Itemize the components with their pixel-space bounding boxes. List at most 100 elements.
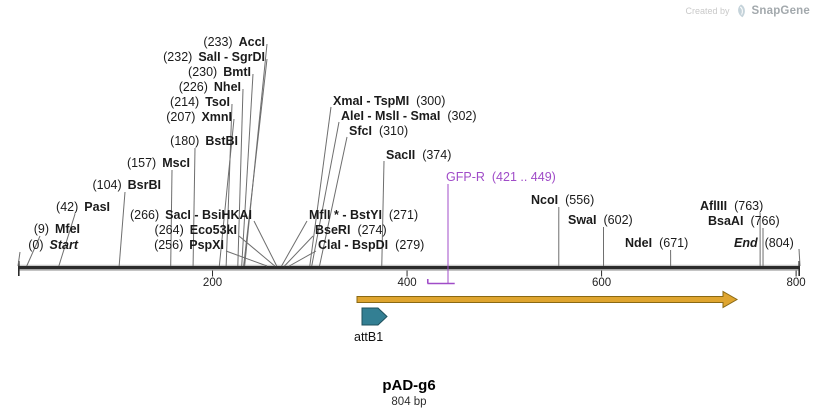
site-label-pasi[interactable]: (42) PasI — [56, 200, 110, 214]
site-position: (602) — [603, 213, 633, 227]
leader-line-sacii — [381, 160, 385, 267]
site-label-acci[interactable]: (233)AccI — [203, 35, 265, 49]
site-position: (266) — [129, 208, 160, 222]
site-name: SwaI — [568, 213, 597, 227]
leader-line-clai-bspdi — [289, 250, 317, 267]
site-position: (264) — [154, 223, 184, 237]
site-position: (233) — [203, 35, 233, 49]
site-name: SalI - SgrDI — [198, 50, 265, 64]
site-label-end[interactable]: End (804) — [734, 236, 794, 250]
site-label-bseri[interactable]: BseRI(274) — [315, 223, 387, 237]
site-name: SfcI — [349, 124, 372, 138]
site-label-sacii[interactable]: SacII (374) — [386, 148, 451, 162]
leader-line-alei-msli-smai — [311, 121, 340, 267]
site-label-mfli-bstyi[interactable]: MflI * - BstYI (271) — [309, 208, 418, 222]
site-position: (279) — [395, 238, 425, 252]
watermark: Created by SnapGene — [685, 4, 810, 18]
site-position: (0) — [28, 238, 44, 252]
attb1-label[interactable]: attB1 — [354, 330, 384, 344]
site-name: ClaI - BspDI — [318, 238, 389, 252]
leader-line-bmti — [241, 73, 254, 267]
scale-tick-label: 400 — [397, 277, 417, 289]
site-position: (230) — [188, 65, 218, 79]
site-label-start[interactable]: (0)Start — [28, 238, 78, 252]
site-label-bsrbi[interactable]: (104)BsrBI — [92, 178, 161, 192]
leader-line-sali-sgrdi — [243, 58, 268, 267]
site-position: (232) — [163, 50, 193, 64]
site-position: (214) — [170, 95, 200, 109]
site-position: (271) — [388, 208, 419, 222]
site-label-swai[interactable]: SwaI (602) — [568, 213, 633, 227]
site-name: MfeI — [55, 222, 80, 236]
leader-line-pasi — [58, 213, 76, 267]
site-name: End — [734, 236, 758, 250]
site-name: NdeI — [625, 236, 653, 250]
site-label-alei-msli-smai[interactable]: AleI - MslI - SmaI(302) — [341, 109, 477, 123]
leader-line-pspxi — [225, 250, 268, 267]
site-position: (763) — [734, 199, 764, 213]
site-label-ndei[interactable]: NdeI (671) — [625, 236, 688, 250]
site-position: (804) — [764, 236, 794, 250]
site-name: AleI - MslI - SmaI — [341, 109, 441, 123]
site-position: (9) — [33, 222, 49, 236]
backbone-edge-bottom — [18, 269, 800, 271]
site-position: (556) — [565, 193, 595, 207]
site-name: PasI — [84, 200, 110, 214]
site-position: (226) — [178, 80, 208, 94]
site-name: BsaAI — [708, 214, 744, 228]
site-name: XmnI — [201, 110, 232, 124]
site-position: (671) — [659, 236, 689, 250]
leader-line-xmai-tspmi — [309, 106, 332, 267]
leader-line-bsrbi — [118, 191, 126, 267]
site-position: (180) — [170, 134, 200, 148]
site-name: MflI * - BstYI — [309, 208, 382, 222]
site-label-bsaai[interactable]: BsaAI(766) — [708, 214, 780, 228]
site-position: (104) — [92, 178, 122, 192]
site-name: NcoI — [531, 193, 559, 207]
site-label-saci-bsihkai[interactable]: (266) SacI - BsiHKAI — [130, 208, 252, 222]
site-label-bmti[interactable]: (230) BmtI — [188, 65, 251, 79]
leader-line-sfci — [319, 136, 348, 267]
leader-line-tsoi — [225, 103, 233, 267]
site-label-pspxi[interactable]: (256)PspXI — [154, 238, 224, 252]
leader-line-mfei — [26, 235, 41, 267]
site-position: (207) — [166, 110, 196, 124]
site-label-afliii[interactable]: AflIII (763) — [700, 199, 763, 213]
site-label-clai-bspdi[interactable]: ClaI - BspDI (279) — [318, 238, 424, 252]
site-name: BseRI — [315, 223, 351, 237]
primer-position: (421 .. 449) — [491, 170, 556, 184]
site-label-eco53ki[interactable]: (264)Eco53kI — [155, 223, 237, 237]
site-position: (42) — [56, 200, 79, 214]
site-name: SacII — [386, 148, 416, 162]
site-label-ncoi[interactable]: NcoI (556) — [531, 193, 594, 207]
watermark-brand: SnapGene — [751, 5, 810, 17]
site-label-mfei[interactable]: (9) MfeI — [34, 222, 80, 236]
site-position: (256) — [154, 238, 184, 252]
site-label-sfci[interactable]: SfcI(310) — [349, 124, 408, 138]
site-position: (374) — [422, 148, 452, 162]
site-label-bstbi[interactable]: (180) BstBI — [170, 134, 238, 148]
site-name: BstBI — [205, 134, 238, 148]
leader-line-mfli-bstyi — [281, 220, 308, 267]
leader-line-eco53ki — [238, 235, 276, 267]
site-name: SacI - BsiHKAI — [165, 208, 252, 222]
site-label-tsoi[interactable]: (214)TsoI — [170, 95, 230, 109]
site-label-xmni[interactable]: (207) XmnI — [166, 110, 232, 124]
primer-label-gfp-r[interactable]: GFP-R(421 .. 449) — [446, 170, 556, 184]
site-label-nhei[interactable]: (226)NheI — [179, 80, 241, 94]
leader-line-bstbi — [192, 147, 196, 267]
site-label-xmai-tspmi[interactable]: XmaI - TspMI(300) — [333, 94, 445, 108]
site-label-msci[interactable]: (157)MscI — [127, 156, 190, 170]
orf-arrow[interactable] — [356, 290, 739, 309]
site-label-sali-sgrdi[interactable]: (232) SalI - SgrDI — [163, 50, 265, 64]
site-name: AflIII — [700, 199, 728, 213]
attb1-arrow[interactable] — [361, 307, 388, 326]
leader-line-start — [17, 251, 21, 267]
leader-line-end — [798, 248, 801, 267]
site-name: XmaI - TspMI — [333, 94, 410, 108]
backbone-edge-top — [18, 264, 800, 266]
site-name: BmtI — [223, 65, 251, 79]
scale-tick-label: 600 — [591, 277, 612, 289]
title-block: pAD-g6 804 bp — [0, 377, 818, 408]
